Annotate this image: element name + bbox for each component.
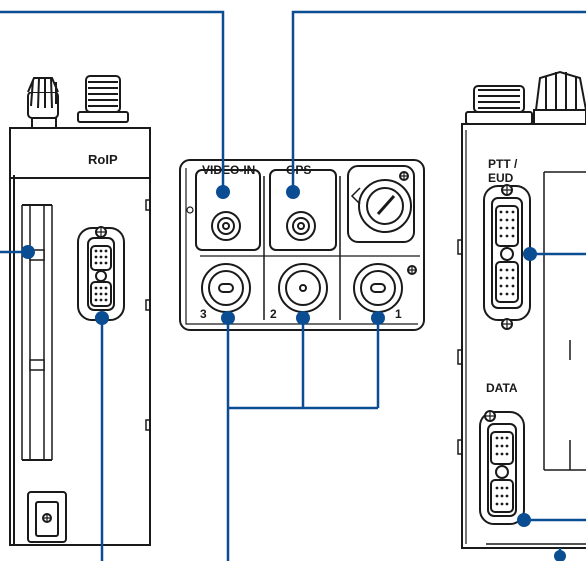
port-3-connector: [201, 263, 251, 313]
ptt-label-line1: PTT /: [488, 157, 518, 171]
left-bottom-latch: [27, 491, 67, 543]
center-rotary-knob: [347, 165, 415, 243]
callout-dots: [21, 185, 566, 562]
ptt-eud-connector: [483, 184, 531, 330]
video-in-label: VIDEO-IN: [202, 163, 255, 177]
dot-video-in: [216, 185, 230, 199]
left-antenna-connector: [77, 75, 129, 123]
port-2-connector: [278, 263, 328, 313]
left-housing: [9, 127, 151, 546]
left-radio: [9, 75, 151, 546]
roip-connector: [77, 226, 125, 324]
ptt-label-line2: EUD: [488, 171, 514, 185]
right-antenna-connector: [465, 85, 533, 125]
port-3-label: 3: [200, 307, 207, 321]
callout-lines: [0, 10, 586, 561]
callout-ports: [226, 318, 380, 561]
center-module: [179, 159, 425, 331]
data-label: DATA: [486, 381, 518, 395]
port-2-label: 2: [270, 307, 277, 321]
port-1-connector: [353, 263, 403, 313]
data-connector: [479, 410, 530, 526]
left-knob: [27, 77, 59, 129]
dot-ptt-eud: [523, 247, 537, 261]
video-in-jack: [211, 211, 241, 241]
dot-port-3: [221, 311, 235, 325]
dot-data: [517, 513, 531, 527]
dot-port-1: [371, 311, 385, 325]
gps-label: GPS: [286, 163, 311, 177]
dot-port-2: [296, 311, 310, 325]
dot-bottom-right: [554, 550, 566, 562]
callout-gps: [291, 10, 586, 192]
dot-left-side: [21, 245, 35, 259]
dot-gps: [286, 185, 300, 199]
port-1-label: 1: [395, 307, 402, 321]
dot-roip: [95, 311, 109, 325]
right-radio: [457, 70, 586, 549]
gps-jack: [286, 211, 316, 241]
roip-label: RoIP: [88, 152, 118, 167]
callout-video-in: [0, 10, 225, 192]
